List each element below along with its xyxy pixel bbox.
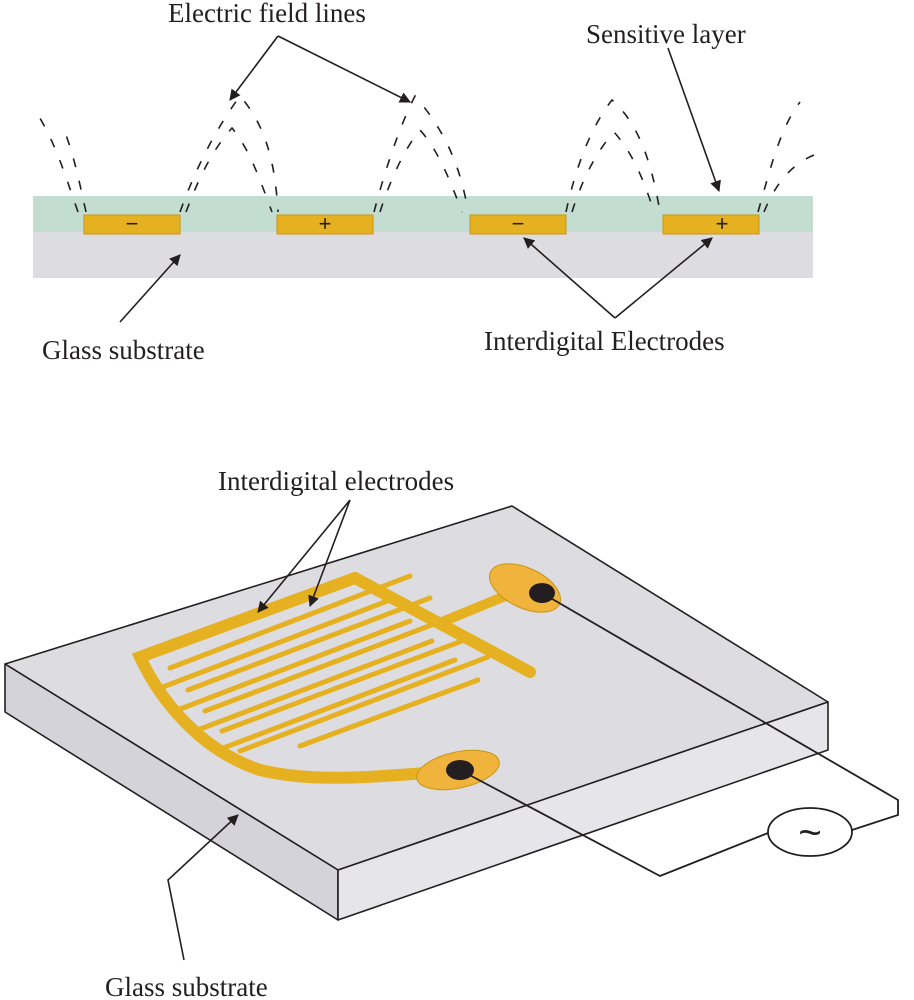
sensitive-layer-arrow (667, 47, 721, 193)
electrode-4: + (662, 211, 760, 236)
electrode-2: + (276, 211, 374, 236)
glass-substrate-slab (4, 505, 829, 921)
electrode-sign-2: + (319, 211, 332, 236)
slab-side-face (337, 701, 829, 921)
electrodes-label-bottom: Interdigital electrodes (218, 466, 454, 496)
field-lines-label: Electric field lines (168, 0, 366, 28)
electrode-sign-4: + (716, 211, 729, 236)
electrodes-arrow-2 (308, 499, 351, 608)
electrodes-label-top: Interdigital Electrodes (484, 326, 725, 356)
glass-substrate-label-bottom: Glass substrate (105, 972, 268, 1000)
sensor-3d-diagram: ~ Interdigital electrodes Glass substrat… (4, 466, 899, 1000)
glass-substrate-label-top: Glass substrate (42, 335, 205, 365)
electrodes-arrow-right (614, 237, 713, 319)
electrodes-arrow-1 (257, 499, 351, 613)
electrode-3: − (469, 211, 567, 236)
glass-substrate-layer (33, 230, 813, 278)
electrode-sign-3: − (512, 211, 525, 236)
electrode-1: − (83, 211, 181, 236)
ac-source: ~ (767, 807, 853, 857)
field-lines-arrow-left (229, 35, 279, 101)
electrodes-arrow-left (523, 237, 616, 319)
bottom-arrows (167, 499, 351, 961)
glass-substrate-arrow-bottom (167, 814, 239, 961)
top-arrows (119, 35, 721, 323)
glass-substrate-arrow (119, 254, 181, 323)
cross-section-diagram: − + − + (32, 0, 815, 365)
ac-source-symbol: ~ (798, 811, 821, 855)
electrode-sign-1: − (126, 211, 139, 236)
field-lines-arrow-right (277, 35, 412, 103)
circuit-wires (459, 592, 899, 877)
electric-field-lines (32, 94, 815, 213)
sensitive-layer-label: Sensitive layer (586, 19, 746, 49)
interdigital-electrode-comb (131, 572, 536, 784)
